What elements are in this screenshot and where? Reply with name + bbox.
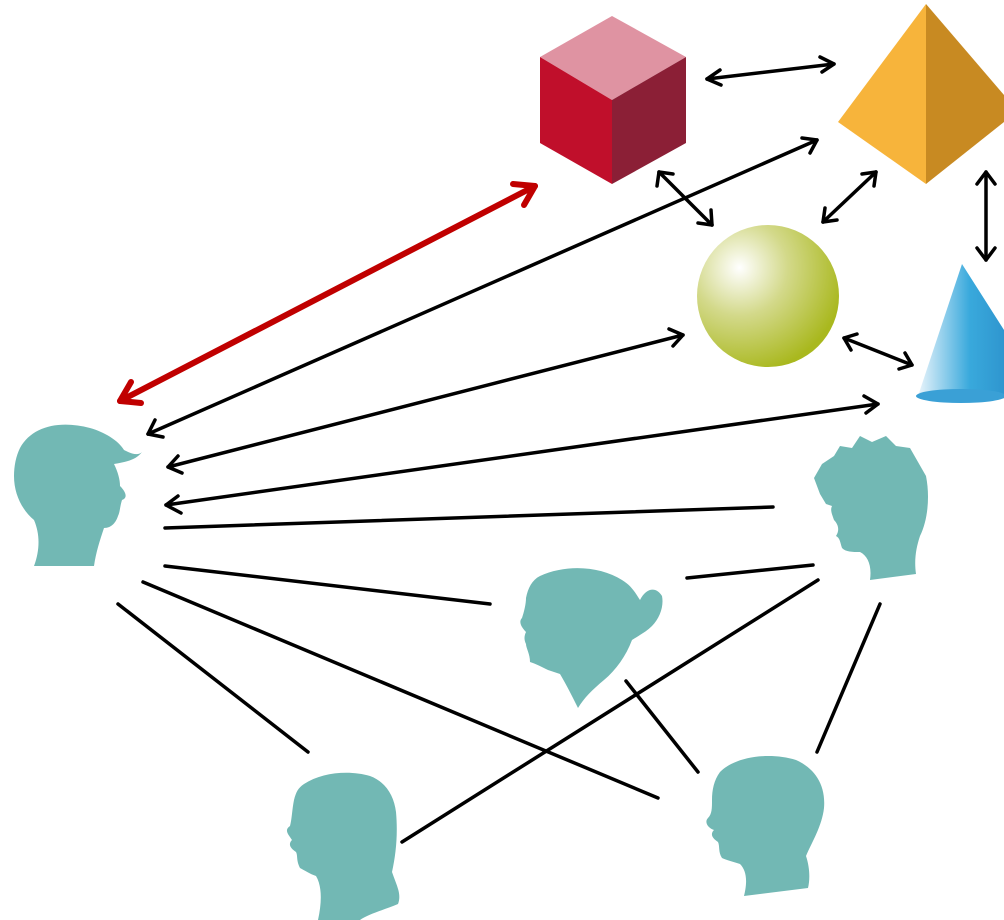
link-bun-man xyxy=(624,679,700,774)
link-personcap-pyramid xyxy=(146,136,819,439)
link-cap-woman xyxy=(116,602,310,754)
cube-top-face xyxy=(540,16,686,100)
link-cap-bun xyxy=(163,564,492,606)
link-personcap-sphere xyxy=(166,327,685,475)
pyramid-shape xyxy=(838,4,1004,184)
cone-body xyxy=(918,264,1004,396)
person-cap-icon xyxy=(14,424,142,566)
person-man-icon xyxy=(706,756,825,896)
link-cube-pyramid xyxy=(705,55,836,87)
cube-side-face xyxy=(612,57,686,184)
link-sphere-cone xyxy=(842,332,914,371)
link-personcap-cube-highlight xyxy=(117,181,538,406)
cube-shape xyxy=(540,16,686,184)
cone-shape xyxy=(916,264,1004,403)
person-bun-icon xyxy=(520,568,663,708)
link-bun-spiky xyxy=(685,563,815,580)
pyramid-right-face xyxy=(926,4,1004,184)
link-spiky-man xyxy=(815,602,882,754)
link-personcap-cone xyxy=(164,394,880,515)
connections xyxy=(116,55,997,844)
link-pyramid-sphere xyxy=(821,170,878,224)
person-spiky-icon xyxy=(814,436,928,580)
sphere-shape xyxy=(697,225,839,367)
link-cap-man xyxy=(141,580,660,800)
link-spiky-woman xyxy=(400,578,820,844)
link-pyramid-cone xyxy=(975,170,997,262)
cone-base xyxy=(916,389,1004,403)
person-woman-icon xyxy=(286,772,400,920)
cube-front-face xyxy=(540,57,612,184)
pyramid-left-face xyxy=(838,4,926,184)
link-spiky-cap xyxy=(163,505,775,530)
